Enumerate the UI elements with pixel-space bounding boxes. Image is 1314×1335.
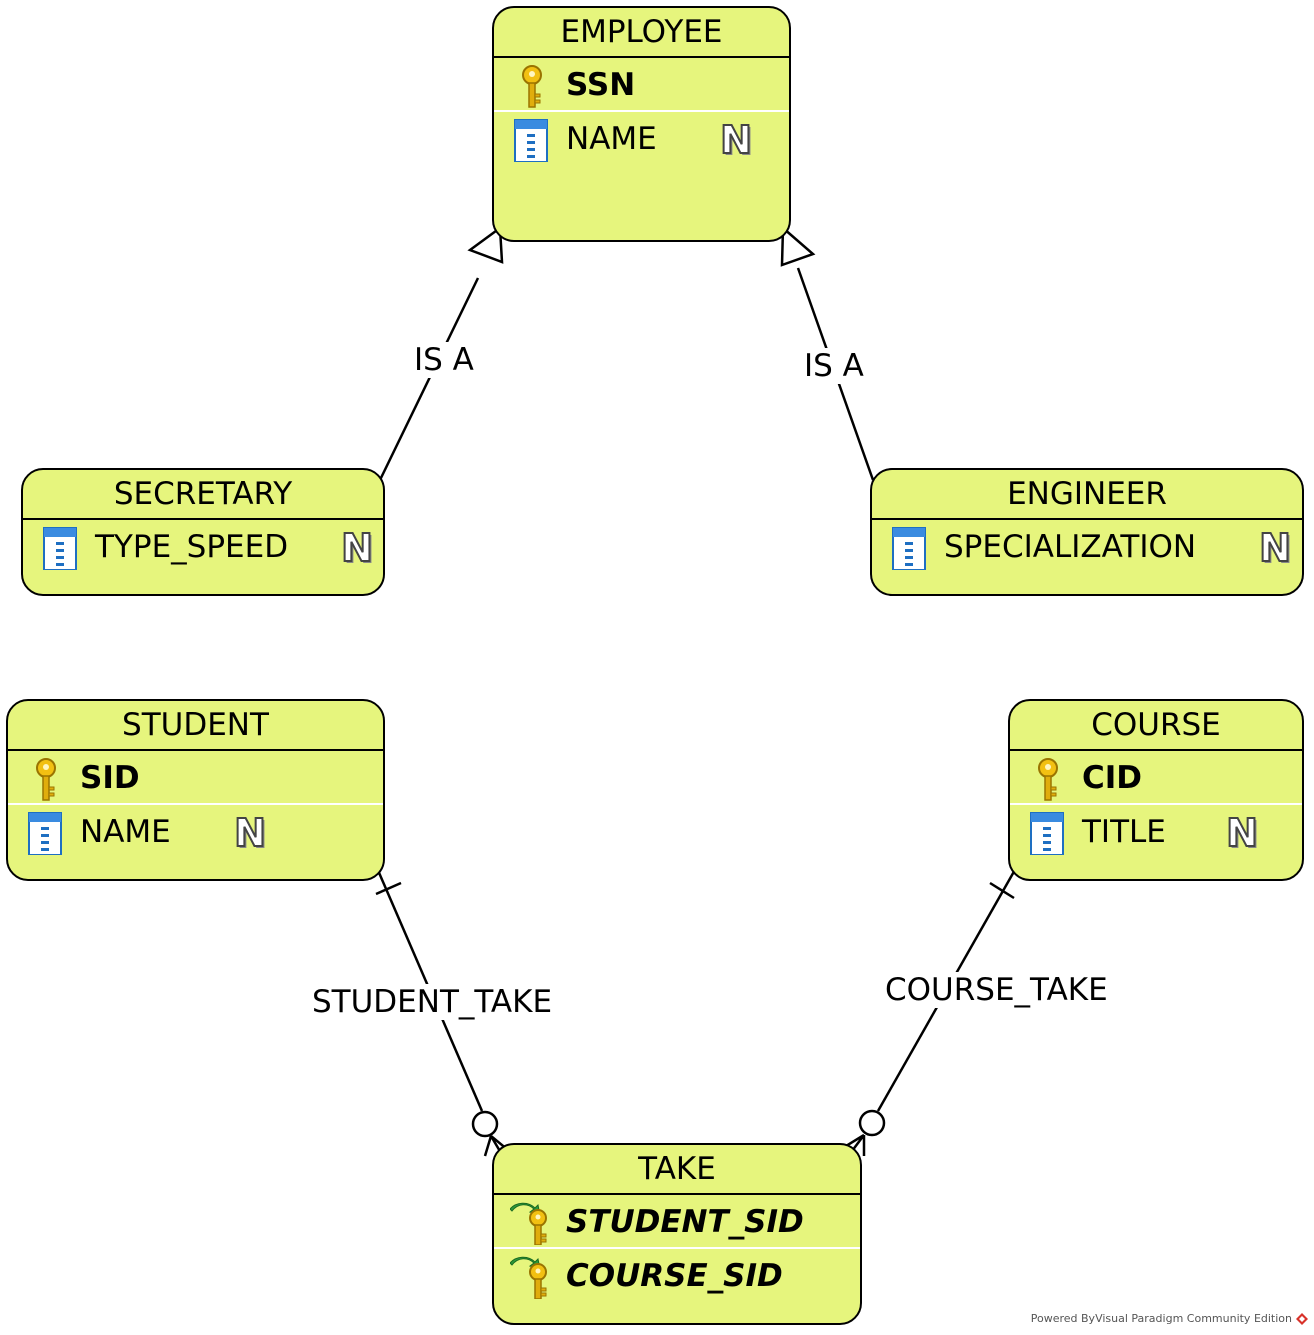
- connector-secretary-employee[interactable]: [378, 225, 504, 481]
- column-name: SID: [80, 760, 140, 796]
- entity-take[interactable]: TAKE STUDENT_SID COURSE_SID: [492, 1143, 862, 1325]
- column-name: SSN: [566, 67, 636, 103]
- entity-student[interactable]: STUDENT SID NAME N: [6, 699, 385, 881]
- column-name: SPECIALIZATION: [944, 529, 1197, 565]
- column-row[interactable]: NAME N: [494, 112, 789, 166]
- column-row[interactable]: SID: [8, 751, 383, 805]
- nullable-badge: N: [1225, 811, 1259, 855]
- generalization-arrowhead: [467, 225, 504, 264]
- column-name: NAME: [80, 814, 171, 850]
- nullable-badge: N: [1258, 526, 1292, 570]
- column-row[interactable]: SSN: [494, 58, 789, 112]
- visual-paradigm-logo-icon: [1296, 1313, 1308, 1325]
- key-icon: [1038, 758, 1058, 801]
- column-name: TITLE: [1082, 814, 1166, 850]
- relationship-label-student-take[interactable]: STUDENT_TAKE: [308, 984, 557, 1020]
- powered-by-footer: Powered ByVisual Paradigm Community Edit…: [1030, 1312, 1292, 1325]
- nullable-badge: N: [719, 118, 753, 162]
- key-icon: [522, 65, 542, 108]
- relationship-label-engineer-is-a[interactable]: IS A: [800, 348, 868, 384]
- column-name: CID: [1082, 760, 1143, 796]
- one-cardinality-mark: [375, 881, 402, 896]
- column-row[interactable]: SPECIALIZATION N: [872, 520, 1302, 574]
- column-icon: [514, 119, 548, 162]
- entity-title: TAKE: [494, 1145, 860, 1195]
- column-icon: [1030, 812, 1064, 855]
- column-row[interactable]: STUDENT_SID: [494, 1195, 860, 1249]
- column-name: NAME: [566, 121, 657, 157]
- nullable-badge: N: [340, 526, 374, 570]
- column-row[interactable]: COURSE_SID: [494, 1249, 860, 1303]
- entity-title: EMPLOYEE: [494, 8, 789, 58]
- entity-title: SECRETARY: [23, 470, 383, 520]
- entity-title: COURSE: [1010, 701, 1302, 751]
- relationship-label-course-take[interactable]: COURSE_TAKE: [881, 972, 1112, 1008]
- connector-student-take[interactable]: [375, 867, 509, 1157]
- entity-title: ENGINEER: [872, 470, 1302, 520]
- column-row[interactable]: NAME N: [8, 805, 383, 859]
- entity-engineer[interactable]: ENGINEER SPECIALIZATION N: [870, 468, 1304, 596]
- column-row[interactable]: TITLE N: [1010, 805, 1302, 859]
- generalization-arrowhead: [780, 225, 816, 267]
- relationship-label-secretary-is-a[interactable]: IS A: [410, 342, 478, 378]
- foreign-key-icon: [510, 1256, 547, 1299]
- column-icon: [892, 527, 926, 570]
- entity-employee[interactable]: EMPLOYEE SSN NAME N: [492, 6, 791, 242]
- nullable-badge: N: [233, 811, 267, 855]
- column-name: COURSE_SID: [566, 1258, 783, 1294]
- column-name: TYPE_SPEED: [95, 529, 289, 565]
- one-cardinality-mark: [989, 881, 1015, 900]
- column-row[interactable]: CID: [1010, 751, 1302, 805]
- zero-cardinality-mark: [858, 1109, 886, 1137]
- entity-secretary[interactable]: SECRETARY TYPE_SPEED N: [21, 468, 385, 596]
- column-name: STUDENT_SID: [566, 1204, 804, 1240]
- column-icon: [28, 812, 62, 855]
- column-row[interactable]: TYPE_SPEED N: [23, 520, 383, 574]
- zero-cardinality-mark: [471, 1110, 499, 1138]
- column-icon: [43, 527, 77, 570]
- entity-course[interactable]: COURSE CID TITLE N: [1008, 699, 1304, 881]
- connector-course-take[interactable]: [845, 867, 1018, 1156]
- foreign-key-icon: [510, 1202, 547, 1245]
- key-icon: [36, 758, 56, 801]
- entity-title: STUDENT: [8, 701, 383, 751]
